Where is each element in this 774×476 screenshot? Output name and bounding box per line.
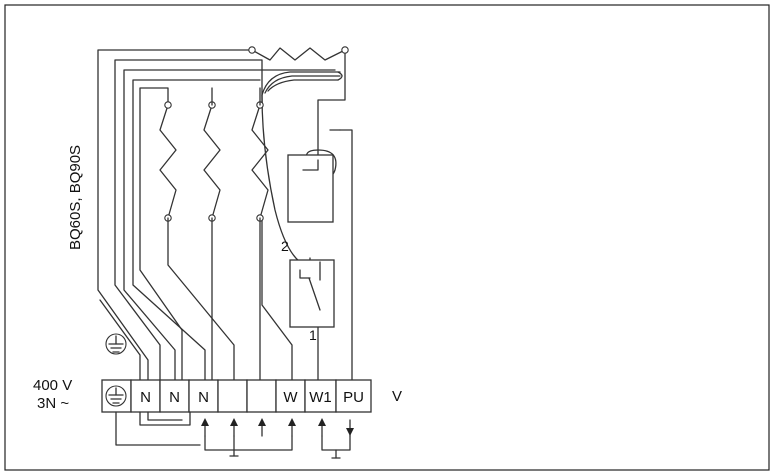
arrow-up-icon <box>230 418 238 426</box>
terminal-cell-1 <box>130 379 161 413</box>
terminal-cell-8 <box>335 379 372 413</box>
upper-switch-box <box>287 154 334 223</box>
terminal-label-6: W <box>283 389 298 406</box>
switch-label-lower: 1 <box>309 327 317 343</box>
switch-label-upper: 2 <box>281 238 289 254</box>
terminal-arrows <box>201 418 354 437</box>
ground-symbol-icon <box>105 333 127 355</box>
terminal-label-3: N <box>198 389 209 406</box>
terminal-label-8: PU <box>343 389 364 406</box>
arrow-up-icon <box>201 418 209 426</box>
extra-label: V <box>392 388 402 405</box>
ground-symbol-icon <box>105 385 127 407</box>
arrow-up-icon <box>318 418 326 426</box>
arrow-down-icon <box>346 428 354 436</box>
terminal-cell-2 <box>159 379 190 413</box>
arrow-up-icon <box>288 418 296 426</box>
terminal-cell-5 <box>246 379 277 413</box>
terminal-cell-6 <box>275 379 306 413</box>
terminal-label-2: N <box>169 389 180 406</box>
terminal-cell-7 <box>304 379 337 413</box>
diagram-frame <box>4 4 770 471</box>
bottom-connections <box>115 411 351 459</box>
arrow-up-icon <box>258 418 266 426</box>
terminal-label-1: N <box>140 389 151 406</box>
lower-switch-box <box>289 259 335 328</box>
phase-label: 3N ~ <box>37 395 69 412</box>
terminal-cell-4 <box>217 379 248 413</box>
models-label: BQ60S, BQ90S <box>67 145 84 250</box>
terminal-block: N N N W W1 PU <box>101 379 372 413</box>
voltage-label: 400 V <box>33 377 72 394</box>
terminal-label-7: W1 <box>309 389 332 406</box>
